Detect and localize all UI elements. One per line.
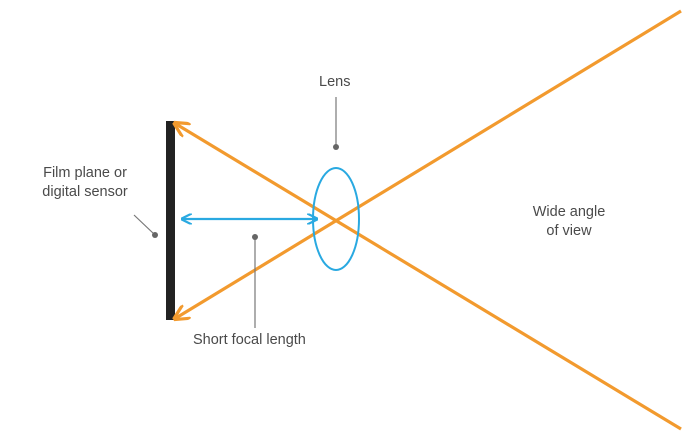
wide-angle-label-line1: Wide angle	[532, 204, 606, 220]
wide-angle-label: Wide angle of view	[522, 203, 616, 241]
film-pointer-dot	[152, 232, 158, 238]
ray-upper	[176, 9, 682, 318]
film-pointer-line	[133, 214, 155, 235]
ray-lower	[176, 124, 682, 431]
lens-label: Lens	[319, 74, 351, 90]
focal-pointer-dot	[252, 234, 258, 240]
focal-length-label: Short focal length	[193, 332, 306, 348]
wide-angle-label-line2: of view	[546, 223, 592, 239]
sensor-bar	[166, 121, 175, 320]
lens-pointer-dot	[333, 144, 339, 150]
film-plane-label: Film plane or digital sensor	[32, 164, 138, 202]
film-plane-label-line1: Film plane or	[43, 165, 127, 181]
film-plane-label-line2: digital sensor	[42, 184, 128, 200]
